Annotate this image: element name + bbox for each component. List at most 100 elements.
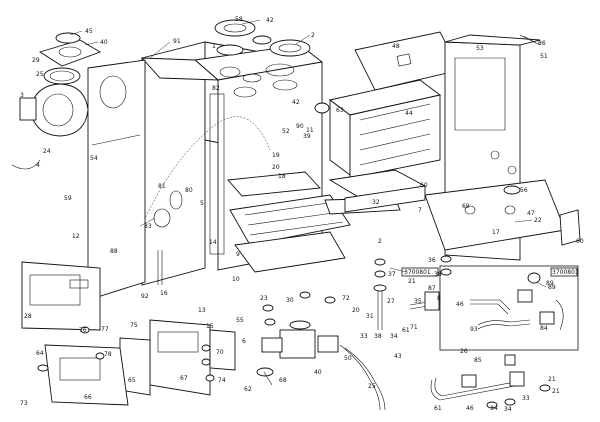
callout: 73 [20, 400, 28, 407]
callout: 61 [402, 327, 410, 334]
callout: 33 [360, 333, 368, 340]
callout: 36 [428, 257, 436, 264]
callout: 40 [100, 39, 108, 46]
callout: 61 [434, 405, 442, 412]
callout: 20 [352, 307, 360, 314]
callout: 60 [576, 238, 584, 245]
callout: 46 [466, 405, 474, 412]
callout: 85 [474, 357, 482, 364]
callout: 37 [388, 271, 396, 278]
callout: 24 [43, 148, 51, 155]
callout: 46 [456, 301, 464, 308]
fan-assembly [19, 32, 102, 137]
callout: 34 [504, 406, 512, 413]
side-panel-left [87, 59, 146, 301]
callout: 29 [32, 57, 40, 64]
callout: 20 [272, 164, 280, 171]
heat-exchanger [314, 79, 442, 179]
callout: 77 [101, 326, 109, 333]
pipe-assemblies [373, 284, 525, 401]
callout: 81 [158, 183, 166, 190]
callout: 76 [79, 327, 87, 334]
callout: 91 [173, 38, 181, 45]
callout: 32 [372, 199, 380, 206]
callout: 93 [470, 326, 478, 333]
callout: 38 [374, 333, 382, 340]
callout-labels: 45 40 29 25 3 24 4 59 91 1 58 42 2 82 19… [20, 16, 584, 413]
callout: 26 [460, 348, 468, 355]
callout: 69 [462, 203, 470, 210]
callout: 72 [342, 295, 350, 302]
callout: 13 [198, 307, 206, 314]
callout: 8 [437, 295, 441, 302]
callout: 28 [24, 313, 32, 320]
callout: 47 [527, 210, 535, 217]
fittings [11, 34, 551, 409]
callout: 38 [434, 271, 442, 278]
callout: 50 [344, 355, 352, 362]
callout: 5 [200, 200, 204, 207]
callout: 6 [242, 338, 246, 345]
callout: 52 [282, 128, 290, 135]
callout: 74 [218, 377, 226, 384]
top-gaskets [214, 19, 311, 57]
callout: 82 [212, 85, 220, 92]
callout: 65 [128, 377, 136, 384]
callout: 70 [216, 349, 224, 356]
callout: 7 [418, 207, 422, 214]
callout: 67 [180, 375, 188, 382]
condensate-tray [328, 169, 427, 213]
callout: 45 [85, 28, 93, 35]
callout: 90 [296, 123, 304, 130]
callout: 84 [540, 325, 548, 332]
gas-valve [256, 320, 386, 411]
callout: 1 [212, 43, 216, 50]
callout: 35 [414, 298, 422, 305]
callout: 2 [311, 32, 315, 39]
callout: 42 [266, 17, 274, 24]
callout: 17 [492, 229, 500, 236]
callout: 55 [236, 317, 244, 324]
inset-box [401, 265, 579, 351]
front-bezel [21, 261, 101, 331]
callout: 54 [90, 155, 98, 162]
callout: 75 [130, 322, 138, 329]
callout: 43 [394, 353, 402, 360]
callout: 25 [36, 71, 44, 78]
callout: 21 [548, 376, 556, 383]
callout: 2 [378, 238, 382, 245]
callout: 23 [260, 295, 268, 302]
callout: 11 [306, 127, 314, 134]
callout: 68 [279, 377, 287, 384]
callout: 62 [244, 386, 252, 393]
callout: 78 [104, 351, 112, 358]
callout: 80 [185, 187, 193, 194]
callout: 40 [314, 369, 322, 376]
callout: 86 [538, 40, 546, 47]
callout: 56 [520, 187, 528, 194]
callout: 34 [490, 405, 498, 412]
callout: 16 [160, 290, 168, 297]
callout: 89 [548, 284, 556, 291]
callout: 31 [366, 313, 374, 320]
callout: 25 [368, 383, 376, 390]
part-code-label-1: 3700801 [404, 269, 431, 276]
callout: 34 [390, 333, 398, 340]
callout: 21 [408, 278, 416, 285]
callout: 3 [20, 92, 24, 99]
callout: 14 [209, 239, 217, 246]
callout: 87 [428, 285, 436, 292]
control-panel [44, 319, 236, 406]
callout: 15 [206, 323, 214, 330]
callout: 53 [476, 45, 484, 52]
cover-plate [354, 31, 461, 91]
callout: 9 [236, 251, 240, 258]
callout: 66 [84, 394, 92, 401]
callout: 51 [540, 53, 548, 60]
callout: 88 [110, 248, 118, 255]
callout: 48 [392, 43, 400, 50]
callout: 59 [64, 195, 72, 202]
leader-lines [69, 19, 547, 288]
callout: 44 [405, 110, 413, 117]
